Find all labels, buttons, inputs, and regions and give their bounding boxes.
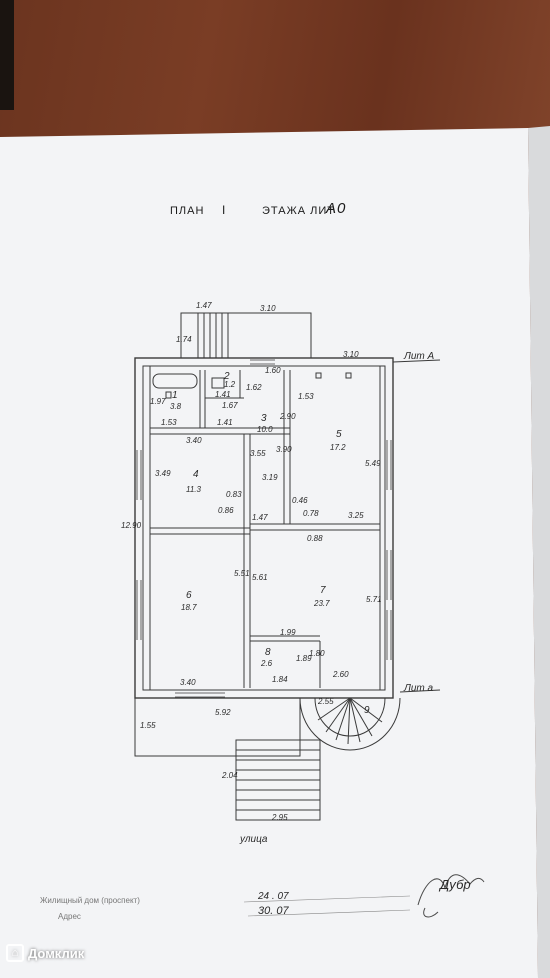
dim-room7-left: 5.61 [252, 573, 268, 582]
street-label: улица [240, 834, 268, 845]
dim-room4-door: 0.83 [226, 490, 242, 499]
room-2-area: 1.2 [224, 380, 236, 389]
room-6-area: 18.7 [181, 603, 197, 612]
watermark-text: Домклик [28, 945, 85, 961]
domclick-watermark: ⌂ Домклик [6, 944, 84, 962]
leader-lit-a [392, 359, 441, 363]
dim-room3-mid: 2.90 [280, 412, 296, 421]
letter-code: А0 [326, 200, 347, 217]
plan-word: ПЛАН [170, 205, 205, 217]
dim-room3-inner: 3.19 [262, 473, 278, 482]
dim-room3-right: 3.90 [276, 445, 292, 454]
room-1-area: 3.8 [170, 402, 182, 411]
date-line-1: 24 . 07 [258, 891, 289, 902]
dim-steps-width: 2.95 [272, 813, 288, 822]
paper-edge [528, 126, 550, 978]
floor-number: I [222, 203, 227, 217]
dim-top-porch-width: 1.47 [196, 301, 212, 310]
dim-room1-bottom: 1.53 [161, 418, 177, 427]
room-7-number: 7 [320, 585, 326, 596]
dim-room7-top: 0.88 [307, 534, 323, 543]
room-5-number: 5 [336, 429, 342, 440]
dim-top-right: 3.10 [343, 350, 359, 359]
house-icon: ⌂ [6, 944, 24, 962]
dim-room4-left: 3.49 [155, 469, 171, 478]
paper-sheet [0, 128, 538, 978]
dim-stair-radius: 2.55 [318, 697, 334, 706]
leader-lit-a-small [399, 689, 441, 693]
room-2-number: 2 [224, 371, 230, 382]
dim-room8-right: 1.80 [309, 649, 325, 658]
room-6-number: 6 [186, 590, 192, 601]
date-line-2: 30. 07 [258, 905, 289, 917]
dim-room7-right: 5.71 [366, 595, 382, 604]
dark-edge-shadow [0, 0, 14, 110]
room-7-area: 23.7 [314, 599, 330, 608]
dim-porch-depth: 1.74 [176, 335, 192, 344]
lit-a-small-label: Лит а [404, 683, 434, 694]
bottom-annex [134, 698, 301, 757]
signature-scribble [417, 874, 485, 906]
dim-room2-bottom-b: 1.41 [217, 418, 233, 427]
room-4-number: 4 [193, 469, 199, 480]
outer-wall [134, 357, 394, 699]
dim-room6-right: 5.51 [234, 569, 250, 578]
dim-room5-door: 0.46 [292, 496, 308, 505]
spiral-stair-outer [299, 697, 401, 751]
sink [211, 377, 225, 389]
dim-room4-door-b: 0.86 [218, 506, 234, 515]
windows [136, 359, 392, 698]
room-9-number: 9 [364, 705, 370, 716]
dim-room3-bottom: 1.47 [252, 513, 268, 522]
dim-room8-top: 1.99 [280, 628, 296, 637]
room-1-number: 1 [172, 390, 178, 401]
stamp-line-2: Адрес [58, 912, 81, 921]
dim-room2-side: 1.67 [222, 401, 238, 410]
dim-room1-left: 1.97 [150, 397, 166, 406]
room-8-area: 2.6 [261, 659, 273, 668]
dim-overall-height: 12.90 [121, 521, 142, 530]
dim-room5-door-b: 0.78 [303, 509, 319, 518]
dim-room3-top: 1.60 [265, 366, 281, 375]
dim-room2-right: 1.62 [246, 383, 262, 392]
inner-wall-line [142, 365, 386, 691]
dim-steps-depth: 2.04 [222, 771, 238, 780]
dim-room8-bottom: 1.84 [272, 675, 288, 684]
stamp-line [243, 895, 411, 903]
lit-a-label: Лит А [404, 351, 435, 362]
floor-word: ЭТАЖА ЛИТ [262, 205, 335, 217]
dim-room5-side: 1.53 [298, 392, 314, 401]
stamp-line-1: Жилищный дом (проспект) [40, 896, 140, 905]
bathtub [152, 373, 198, 389]
signature: Дубр [440, 877, 471, 892]
dim-room5-bottom: 3.25 [348, 511, 364, 520]
dim-top-porch-length: 3.10 [260, 304, 276, 313]
room-4-area: 11.3 [186, 485, 201, 494]
room-5-area: 17.2 [330, 443, 346, 452]
dim-room8-inner: 1.89 [296, 654, 312, 663]
room-8-number: 8 [265, 647, 271, 658]
dim-room2-bottom: 1.41 [215, 390, 231, 399]
dim-stair-top: 2.60 [333, 670, 349, 679]
dim-annex-width: 5.92 [215, 708, 231, 717]
room-3-number: 3 [261, 413, 267, 424]
room-3-area: 10.0 [257, 425, 273, 434]
dim-annex-height: 1.55 [140, 721, 156, 730]
dim-room6-bottom: 3.40 [180, 678, 196, 687]
dim-room5-right: 5.49 [365, 459, 381, 468]
dim-room3-left: 3.55 [250, 449, 266, 458]
dim-room4-top: 3.40 [186, 436, 202, 445]
